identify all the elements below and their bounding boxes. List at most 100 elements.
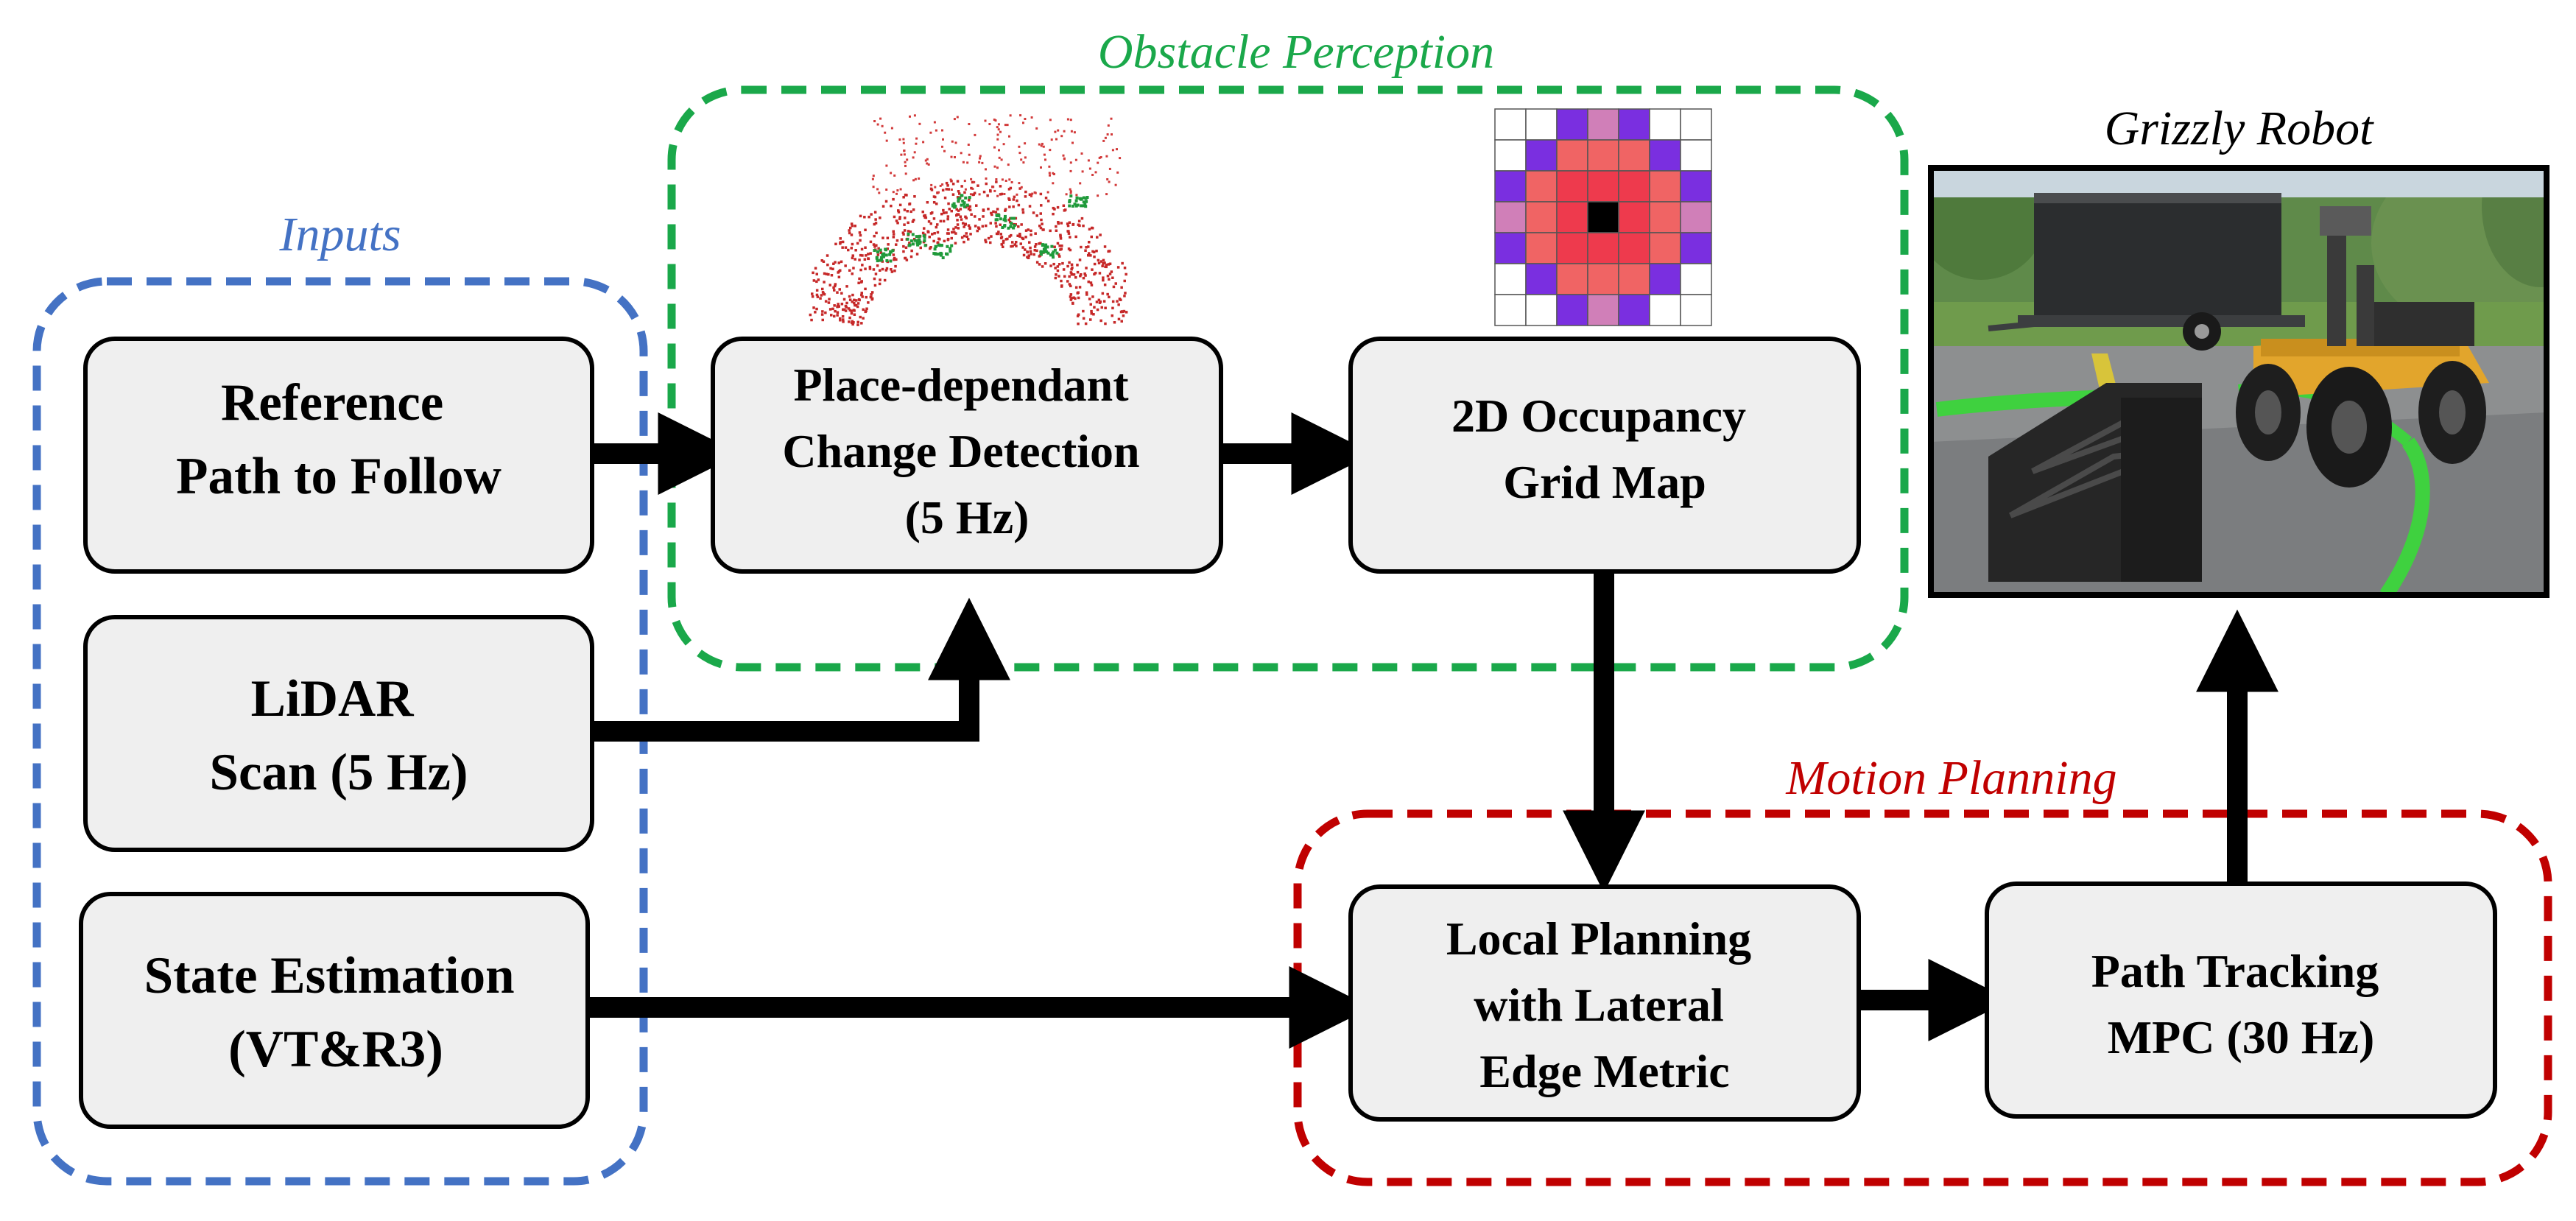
pointcloud-point [1072,273,1076,276]
pointcloud-point [1058,255,1061,258]
occupancy-grid-cell [1618,232,1650,264]
pointcloud-point [1053,173,1055,175]
pointcloud-point [999,193,1002,196]
pointcloud-point [988,123,991,125]
pointcloud-point [876,259,879,263]
pointcloud-point [850,233,854,236]
pointcloud-point [1006,124,1009,127]
pointcloud-point [851,272,854,275]
pointcloud-point [1027,254,1030,257]
pointcloud-point [1125,311,1128,314]
pointcloud-point [1108,295,1111,299]
pointcloud-point [1007,188,1011,191]
pointcloud-point [957,200,960,203]
pointcloud-point [1042,250,1045,254]
pointcloud-point [935,129,937,132]
pointcloud-point [851,321,854,325]
pointcloud-point [1002,239,1005,243]
pointcloud-point [1040,144,1043,147]
pointcloud-point [956,116,959,119]
pointcloud-point [869,240,873,244]
tracking-line2: MPC (30 Hz) [2108,1011,2375,1063]
reference-path-line1: Reference [221,374,443,432]
pointcloud-point [981,225,985,228]
pointcloud-point [885,267,889,270]
pointcloud-point [1046,251,1050,255]
pointcloud-point [971,187,974,190]
pointcloud-point [913,239,917,242]
pointcloud-point [1012,198,1016,201]
pointcloud-point [1099,319,1102,323]
pointcloud-point [1024,118,1027,120]
pointcloud-point [1000,192,1004,196]
pointcloud-point [929,247,932,250]
pointcloud-point [1074,199,1078,203]
reference-path-box: Reference Path to Follow [83,337,594,574]
pointcloud-point [1004,238,1008,241]
pointcloud-point [822,260,826,263]
local-line2: with Lateral [1474,979,1724,1031]
pointcloud-point [1008,178,1011,181]
pointcloud-point [810,318,813,322]
pointcloud-point [1029,250,1032,253]
pointcloud-point [874,222,878,225]
pointcloud-point [1039,192,1043,196]
pointcloud-point [848,309,851,312]
pointcloud-point [830,274,834,277]
pointcloud-point [1093,306,1096,309]
pointcloud-point [833,289,836,292]
pointcloud-point [971,180,974,184]
pointcloud-point [842,308,845,312]
pointcloud-point [887,243,890,246]
pointcloud-point [911,220,915,223]
pointcloud-point [1028,193,1032,196]
pointcloud-point [912,208,915,211]
pointcloud-point [1097,261,1101,264]
pointcloud-point [960,185,963,188]
pointcloud-point [931,233,934,236]
pointcloud-point [1073,203,1077,206]
occupancy-grid-cell [1556,232,1588,264]
pointcloud-point [848,229,851,232]
pointcloud-point [853,298,856,302]
pointcloud-point [865,309,868,312]
pointcloud-point [1038,255,1041,258]
pointcloud-point [1069,161,1072,164]
pointcloud-point [1108,272,1112,275]
pointcloud-point [1069,191,1072,194]
pointcloud-point [878,282,881,286]
pointcloud-point [879,278,881,281]
pointcloud-point [1040,166,1042,169]
pointcloud-point [881,124,884,127]
occupancy-grid-cell [1649,201,1681,233]
pointcloud-point [996,126,999,129]
pointcloud-point [881,205,885,208]
pointcloud-point [1090,309,1093,313]
pointcloud-point [840,260,843,264]
pointcloud-point [1091,295,1094,298]
change-line2: Change Detection [782,425,1139,477]
pointcloud-point [1052,212,1055,216]
pointcloud-point [955,208,958,211]
pointcloud-point [881,236,884,239]
pointcloud-point [927,231,930,233]
pointcloud-point [942,208,945,212]
pointcloud-point [946,232,949,235]
pointcloud-point [1103,261,1106,264]
pointcloud-point [848,295,851,298]
pointcloud-point [1056,205,1060,209]
pointcloud-point [967,238,970,241]
pointcloud-point [904,246,908,249]
pointcloud-point [932,217,936,220]
pointcloud-point [994,119,997,122]
pointcloud-point [933,232,936,235]
pointcloud-point [1089,303,1092,306]
occupancy-grid-cell [1556,263,1588,295]
pointcloud-point [965,217,968,219]
pointcloud-point [868,265,872,269]
pointcloud-point [870,293,873,296]
pointcloud-point [1055,251,1059,255]
pointcloud-point [935,225,938,229]
pointcloud-point [1007,163,1010,166]
pointcloud-point [820,294,823,297]
